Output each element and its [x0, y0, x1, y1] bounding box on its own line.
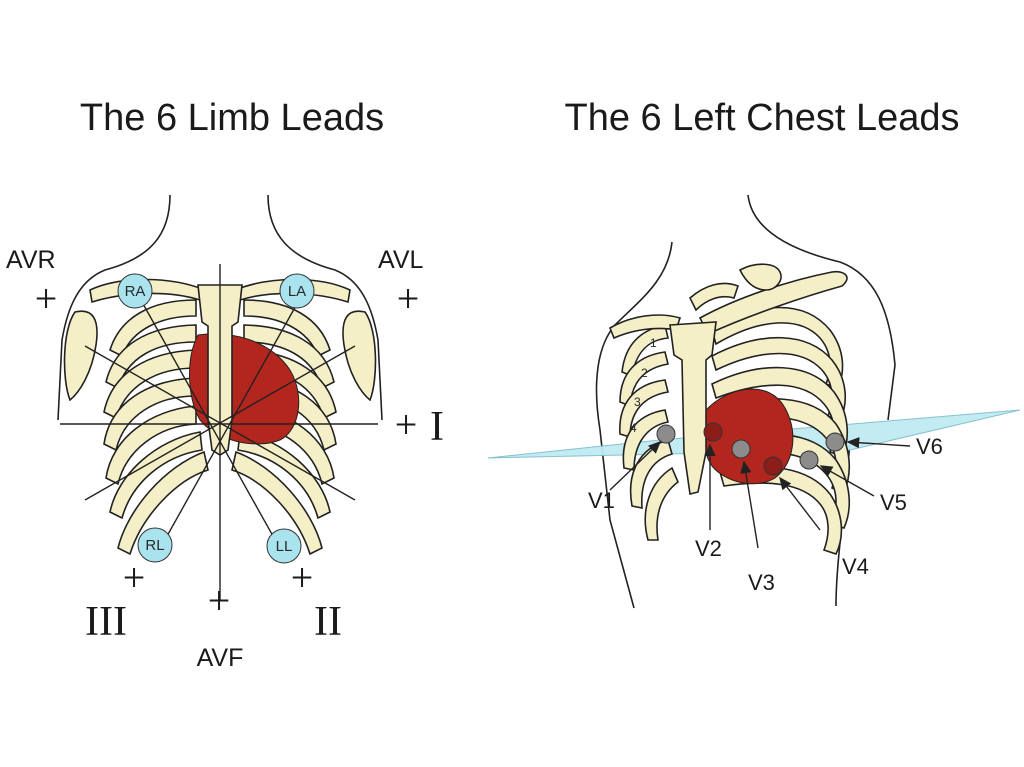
rib-number-3: 3 [634, 395, 641, 409]
right-upper-rib [738, 263, 782, 291]
electrode-v1 [656, 424, 676, 444]
limb-lead-axes [60, 264, 378, 600]
rib-number-4: 4 [630, 421, 637, 435]
chest-lead-arrows [609, 437, 911, 549]
svg-text:RL: RL [145, 537, 164, 554]
lead-label-avr: AVR [6, 246, 56, 274]
left-shoulder-left [342, 310, 377, 402]
lead-label-avl: AVL [378, 246, 423, 274]
lead-label-ii: II [314, 599, 342, 645]
electrode-v3 [731, 439, 751, 459]
electrode-v2 [703, 422, 723, 442]
electrode-rl: RL [137, 527, 173, 563]
svg-text:LL: LL [276, 538, 293, 555]
left-heart [189, 333, 300, 445]
electrode-v5 [799, 450, 819, 470]
electrode-ra: RA [117, 273, 153, 309]
lead-label-v5: V5 [880, 490, 907, 515]
plus-iii: + [123, 555, 146, 600]
plus-avf: + [208, 578, 231, 623]
left-shoulder-right [63, 310, 98, 402]
rib-number-2: 2 [641, 366, 648, 380]
electrode-ll: LL [266, 528, 302, 564]
lead-label-v6: V6 [916, 434, 943, 459]
rib-number-1: 1 [650, 336, 657, 350]
lead-label-v1: V1 [588, 488, 615, 513]
lead-label-i: I [430, 404, 444, 450]
svg-text:LA: LA [288, 283, 306, 300]
chest-leads-panel: The 6 Left Chest Leads [487, 97, 1021, 609]
limb-leads-panel: The 6 Limb Leads [6, 97, 444, 672]
electrode-v6 [825, 432, 845, 452]
lead-label-avf: AVF [197, 644, 244, 672]
lead-label-v2: V2 [695, 536, 722, 561]
lead-label-v4: V4 [842, 554, 869, 579]
plus-avl: + [397, 276, 420, 321]
chest-leads-title: The 6 Left Chest Leads [564, 97, 959, 139]
limb-leads-title: The 6 Limb Leads [80, 97, 384, 139]
electrode-v4 [763, 456, 783, 476]
right-upper-rib-2 [689, 282, 740, 312]
plus-avr: + [35, 276, 58, 321]
plus-i: + [395, 402, 418, 447]
chest-electrodes [656, 422, 845, 476]
svg-text:RA: RA [125, 283, 146, 300]
lead-label-iii: III [85, 599, 127, 645]
electrode-la: LA [279, 273, 315, 309]
plus-ii: + [291, 555, 314, 600]
lead-label-v3: V3 [748, 570, 775, 595]
right-clavicle-far [698, 270, 848, 336]
left-torso-outline [57, 194, 383, 421]
